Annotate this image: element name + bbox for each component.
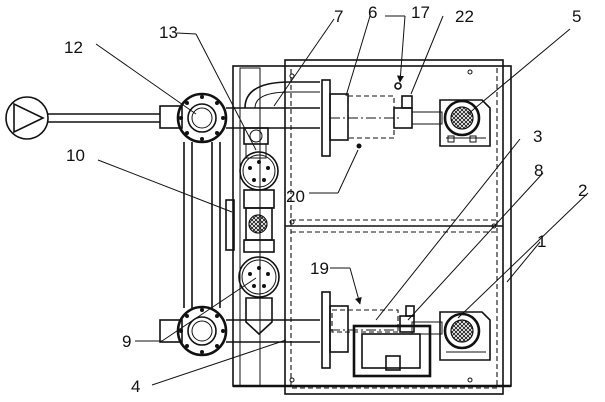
lower-outlet-pipe [226, 319, 320, 343]
label-2: 2 [578, 181, 587, 200]
upper-unit [321, 79, 491, 157]
label-12: 12 [64, 38, 83, 57]
leader-lines [95, 15, 589, 386]
inlet-pipe [48, 105, 183, 129]
label-7: 7 [334, 7, 343, 26]
upper-flange [176, 92, 228, 144]
label-13: 13 [159, 23, 178, 42]
label-17: 17 [411, 3, 430, 22]
valve-column [238, 127, 280, 336]
upper-outlet-pipe [226, 81, 320, 129]
lower-flange [159, 305, 228, 357]
label-20: 20 [286, 187, 305, 206]
label-8: 8 [534, 161, 543, 180]
pump-icon [5, 96, 49, 140]
label-22: 22 [455, 7, 474, 26]
label-1: 1 [537, 232, 546, 251]
label-10: 10 [66, 146, 85, 165]
lower-unit [321, 291, 491, 378]
part-labels: 12 13 7 6 17 22 5 10 20 3 8 2 1 19 9 4 [64, 3, 587, 396]
label-3: 3 [533, 127, 542, 146]
label-5: 5 [572, 7, 581, 26]
label-6: 6 [368, 3, 377, 22]
bypass-pipes [183, 142, 235, 308]
outer-panel [284, 59, 504, 395]
label-9: 9 [122, 332, 131, 351]
panel-studs [289, 69, 497, 383]
label-4: 4 [131, 377, 140, 396]
label-19: 19 [310, 259, 329, 278]
